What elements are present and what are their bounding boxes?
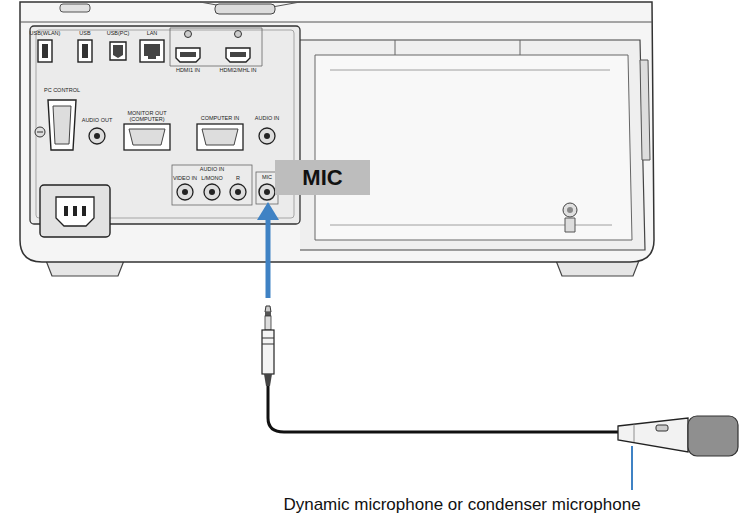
port-label: MIC [262,175,272,181]
port-label: LAN [147,31,158,37]
port-label: VIDEO IN [173,176,197,182]
port-label: AUDIO OUT [82,118,113,124]
port-label: AUDIO IN [200,167,224,173]
caption-label: Dynamic microphone or condenser micropho… [283,496,640,513]
port-label: AUDIO IN [255,116,279,122]
port-label: L/MONO [201,176,223,182]
port-label: COMPUTER IN [201,116,240,122]
port-label: PC CONTROL [44,88,80,94]
port-label: HDMI1 IN [176,68,200,74]
port-label: USB [79,31,90,37]
port-label: HDMI2/MHL IN [219,68,256,74]
callout-text: MIC [302,165,342,191]
callout-box: MIC [275,160,370,195]
port-label: USB(WLAN) [30,31,61,37]
port-label: R [236,176,240,182]
port-label: USB(PC) [107,31,130,37]
port-label: MONITOR OUT (COMPUTER) [121,111,173,122]
